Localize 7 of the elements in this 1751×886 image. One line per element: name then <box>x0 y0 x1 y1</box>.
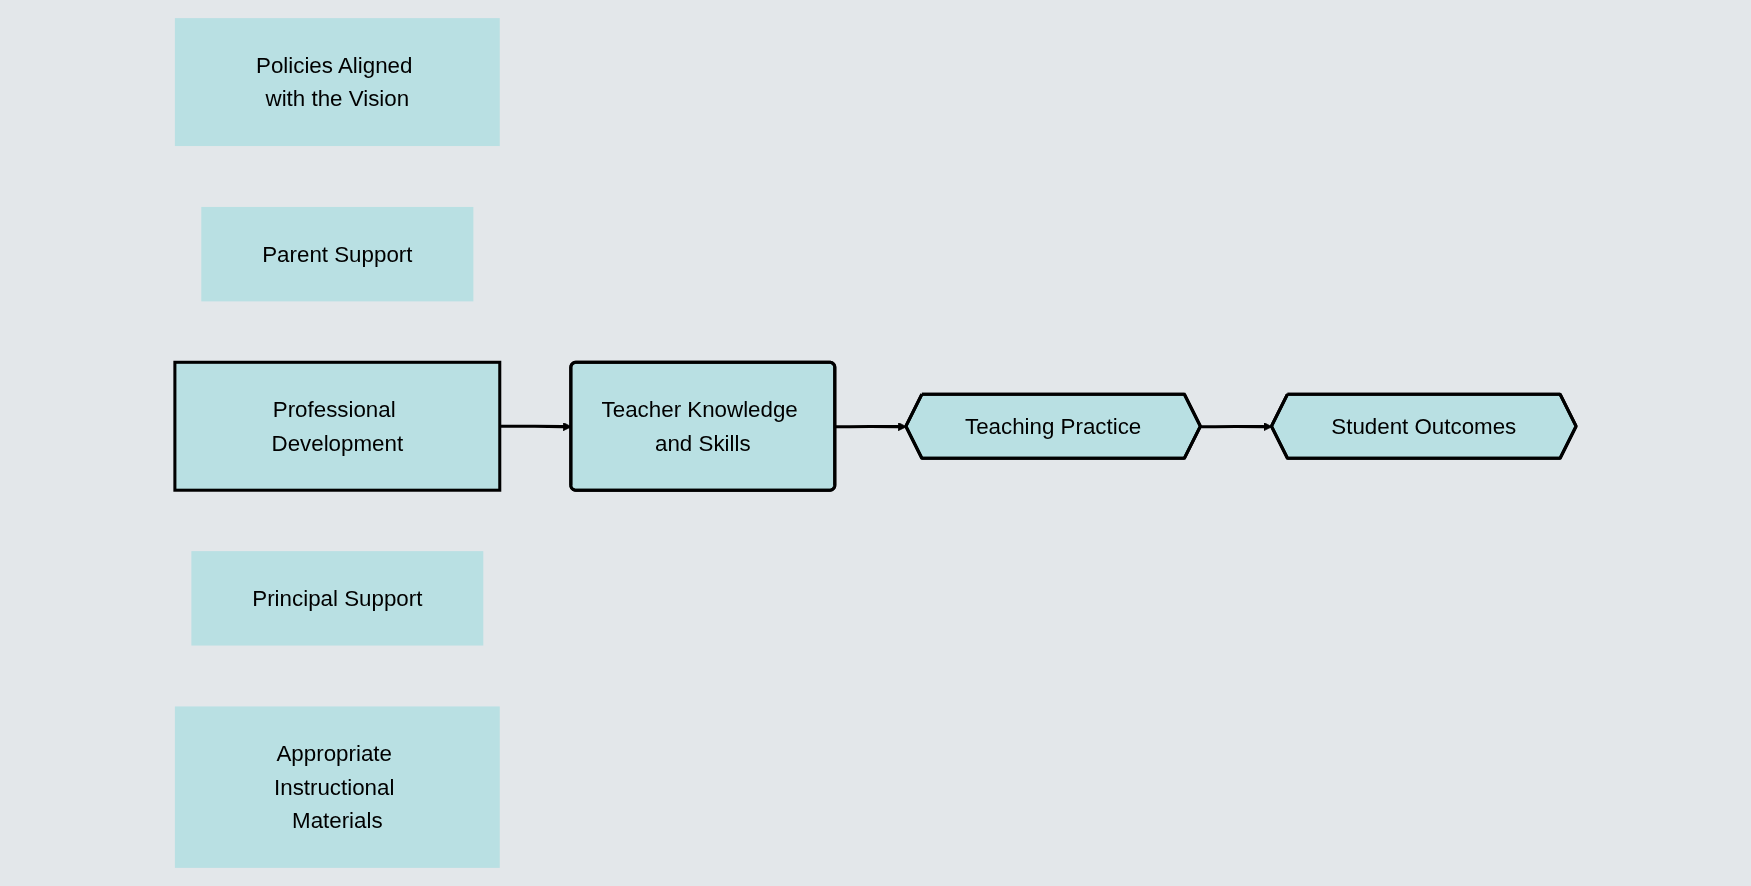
node-box: Professional Development <box>173 360 502 492</box>
arrow <box>1200 422 1273 432</box>
node-box: Parent Support <box>201 206 474 302</box>
node-box: Principal Support <box>191 551 484 646</box>
node-box: Appropriate Instructional Materials <box>174 706 500 868</box>
arrow <box>835 422 907 432</box>
node-box: Policies Aligned with the Vision <box>174 18 500 147</box>
